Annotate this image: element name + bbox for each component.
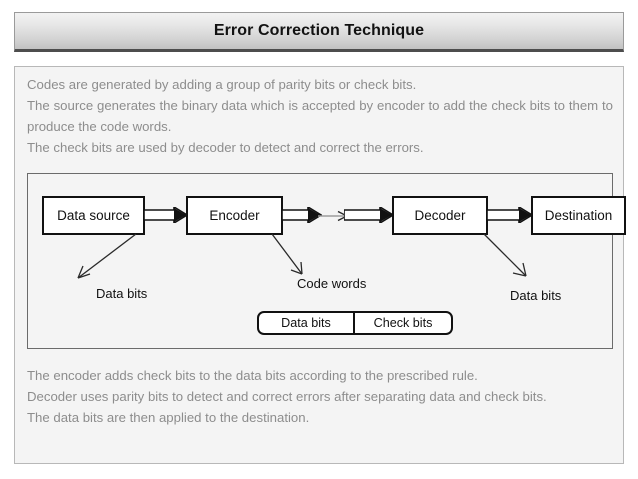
diagram-node-encoder: Encoder	[186, 196, 283, 235]
title-bar: Error Correction Technique	[14, 12, 624, 52]
diagram-node-decoder: Decoder	[392, 196, 488, 235]
diagram-node-encoder-label: Encoder	[209, 208, 260, 223]
page-title: Error Correction Technique	[213, 22, 425, 39]
bottom-paragraph-line-3: The data bits are then applied to the de…	[27, 410, 310, 425]
callout-label-data-bits-source: Data bits	[96, 286, 148, 301]
callout-label-data-bits-destination: Data bits	[510, 288, 562, 303]
bottom-paragraph: The encoder adds check bits to the data …	[27, 365, 613, 428]
codeword-cell-check-bits: Check bits	[373, 316, 433, 330]
codeword-cell-data-bits: Data bits	[259, 313, 355, 333]
arrow-encoder-to-channel	[282, 207, 322, 223]
diagram-node-data-source: Data source	[42, 196, 145, 235]
callout-arrow-code-words	[268, 232, 318, 280]
arrow-channel-to-decoder	[344, 207, 394, 223]
top-paragraph-line-2: The source generates the binary data whi…	[27, 98, 613, 134]
top-paragraph-line-3: The check bits are used by decoder to de…	[27, 140, 424, 155]
codeword-composition-box: Data bits Check bits	[257, 311, 453, 335]
block-diagram: Data source Encoder Decoder Destination	[27, 173, 626, 349]
arrow-decoder-to-destination	[487, 207, 533, 223]
callout-arrow-data-bits-destination	[478, 232, 542, 284]
arrow-data-source-to-encoder	[144, 207, 188, 223]
bottom-paragraph-line-1: The encoder adds check bits to the data …	[27, 368, 478, 383]
callout-label-code-words: Code words	[297, 276, 367, 291]
content-panel: Codes are generated by adding a group of…	[14, 66, 626, 464]
diagram-node-decoder-label: Decoder	[414, 208, 466, 223]
diagram-node-destination: Destination	[531, 196, 626, 235]
diagram-node-destination-label: Destination	[544, 208, 613, 223]
bottom-paragraph-line-2: Decoder uses parity bits to detect and c…	[27, 389, 547, 404]
top-paragraph-line-1: Codes are generated by adding a group of…	[27, 77, 417, 92]
diagram-node-data-source-label: Data source	[57, 208, 130, 223]
top-paragraph: Codes are generated by adding a group of…	[27, 74, 613, 158]
callout-arrow-data-bits-source	[68, 232, 138, 286]
